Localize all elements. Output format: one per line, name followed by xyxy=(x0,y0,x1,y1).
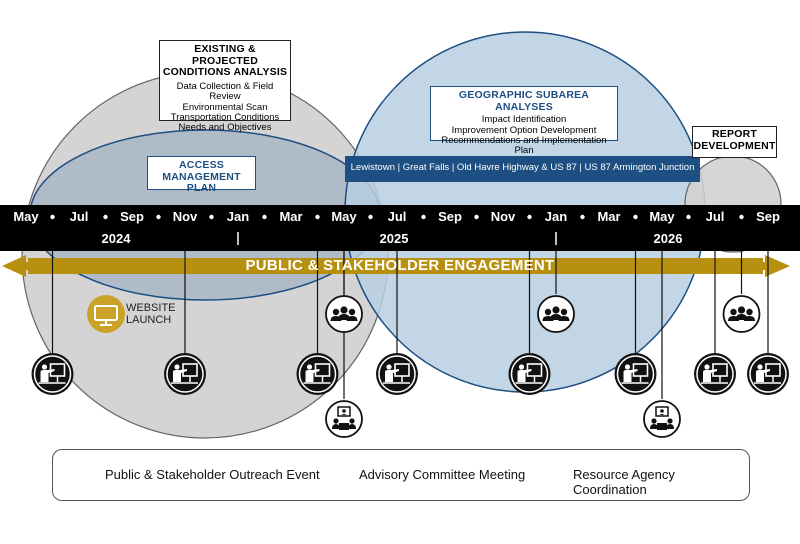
existing-title-line1: EXISTING & PROJECTED xyxy=(192,43,258,67)
month-label: Nov xyxy=(490,209,516,224)
report-title-line1: REPORT xyxy=(712,128,757,140)
legend: Public & Stakeholder Outreach Event Advi… xyxy=(52,449,750,501)
legend-agency-label: Resource Agency Coordination xyxy=(573,467,675,497)
advisory-meeting-icon xyxy=(613,352,658,396)
month-label: Sep xyxy=(438,209,462,224)
month-label: Jan xyxy=(544,209,568,224)
report-title-line2: DEVELOPMENT xyxy=(693,139,776,152)
existing-item: Needs and Objectives xyxy=(178,122,272,134)
timeline-dot xyxy=(315,214,320,220)
timeline-dot xyxy=(262,214,267,220)
year-label-2024: 2024 xyxy=(101,231,131,246)
timeline-dot xyxy=(156,214,161,220)
agency-coordination-icon xyxy=(643,400,681,438)
legend-outreach-label: Public & Stakeholder Outreach Event xyxy=(105,467,320,482)
advisory-meeting-icon xyxy=(746,352,790,396)
website-line2: LAUNCH xyxy=(126,314,172,327)
subarea-item: Recommendations and Implementation Plan xyxy=(441,134,607,157)
month-label: May xyxy=(331,209,357,224)
timeline-dot xyxy=(103,214,108,220)
timeline-dot xyxy=(633,214,638,220)
existing-conditions-box: EXISTING & PROJECTED CONDITIONS ANALYSIS… xyxy=(159,40,291,133)
outreach-event-icon xyxy=(325,295,363,333)
access-title-line2: MANAGEMENT PLAN xyxy=(162,170,241,195)
month-label: Jul xyxy=(705,209,725,224)
engagement-band xyxy=(28,258,763,274)
timeline-dot xyxy=(209,214,214,220)
subarea-location-band xyxy=(345,156,700,182)
month-label: Sep xyxy=(756,209,780,224)
website-monitor-icon xyxy=(86,294,126,334)
timeline-bar xyxy=(0,205,800,251)
month-label: Mar xyxy=(597,209,621,224)
year-label-2025: 2025 xyxy=(379,231,409,246)
access-management-box: ACCESS MANAGEMENT PLAN xyxy=(147,156,256,194)
timeline-dot xyxy=(421,214,426,220)
month-label: Sep xyxy=(120,209,144,224)
engagement-label: PUBLIC & STAKEHOLDER ENGAGEMENT xyxy=(245,257,555,274)
existing-title-line2: CONDITIONS ANALYSIS xyxy=(162,66,288,79)
report-development-box: REPORT DEVELOPMENT xyxy=(692,126,777,158)
timeline-dot xyxy=(527,214,532,220)
subarea-analyses-box: GEOGRAPHIC SUBAREA ANALYSES Impact Ident… xyxy=(430,86,618,156)
legend-advisory-label: Advisory Committee Meeting xyxy=(359,467,526,482)
subarea-item: Impact Identification xyxy=(481,114,567,126)
advisory-meeting-icon xyxy=(163,352,207,396)
existing-item: Data Collection & Field Review xyxy=(176,80,274,103)
advisory-meeting-icon xyxy=(30,352,75,396)
subarea-locations: Lewistown | Great Falls | Old Havre High… xyxy=(350,162,695,173)
agency-coordination-icon xyxy=(325,400,363,438)
advisory-meeting-icon xyxy=(507,352,552,396)
month-label: Nov xyxy=(172,209,198,224)
access-title-line1: ACCESS xyxy=(179,159,224,171)
advisory-meeting-icon xyxy=(375,352,419,396)
advisory-meeting-icon xyxy=(693,352,737,396)
subarea-item: Improvement Option Development xyxy=(451,124,597,136)
advisory-meeting-icon xyxy=(295,352,340,396)
existing-item: Transportation Conditions xyxy=(170,111,280,123)
timeline-dot xyxy=(50,214,55,220)
month-label: Jul xyxy=(387,209,407,224)
month-label: May xyxy=(649,209,675,224)
year-label-2026: 2026 xyxy=(653,231,683,246)
website-launch-label: WEBSITE LAUNCH xyxy=(126,302,186,327)
month-label: Jan xyxy=(226,209,250,224)
timeline-dot xyxy=(474,214,479,220)
month-label: Jul xyxy=(69,209,89,224)
outreach-event-icon xyxy=(537,295,575,333)
timeline-dot xyxy=(580,214,585,220)
timeline-dot xyxy=(368,214,373,220)
outreach-event-icon xyxy=(722,295,761,333)
timeline-dot xyxy=(739,214,744,220)
website-line1: WEBSITE xyxy=(126,302,176,314)
month-label: Mar xyxy=(279,209,303,224)
subarea-title: GEOGRAPHIC SUBAREA ANALYSES xyxy=(458,89,590,113)
existing-item: Environmental Scan xyxy=(182,101,268,113)
timeline-dot xyxy=(686,214,691,220)
month-label: May xyxy=(13,209,39,224)
